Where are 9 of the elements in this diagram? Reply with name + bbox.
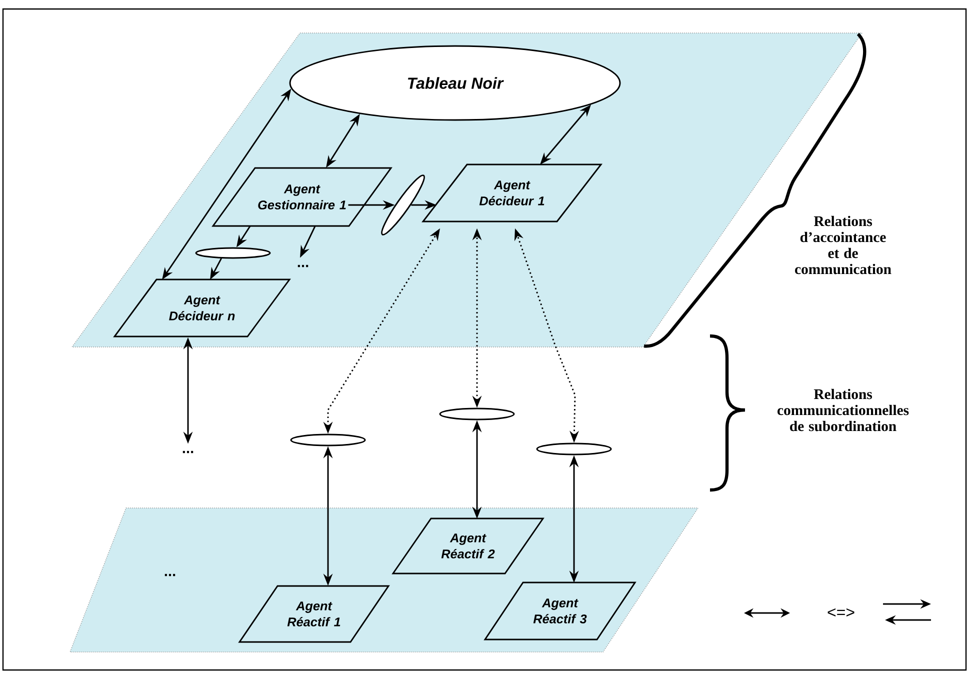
ellipsis: ... [298,264,308,268]
side-note: Relations communicationnelles de subordination [778,388,909,432]
ellipsis: ... [182,450,194,454]
ellipse [536,442,612,456]
ellipse [439,408,515,420]
ellipse [290,434,366,446]
side-note: Relations d’accointance et de communication [795,216,892,274]
ellipsis: ... [164,574,176,576]
equivalence-sign: <=> [828,608,854,616]
